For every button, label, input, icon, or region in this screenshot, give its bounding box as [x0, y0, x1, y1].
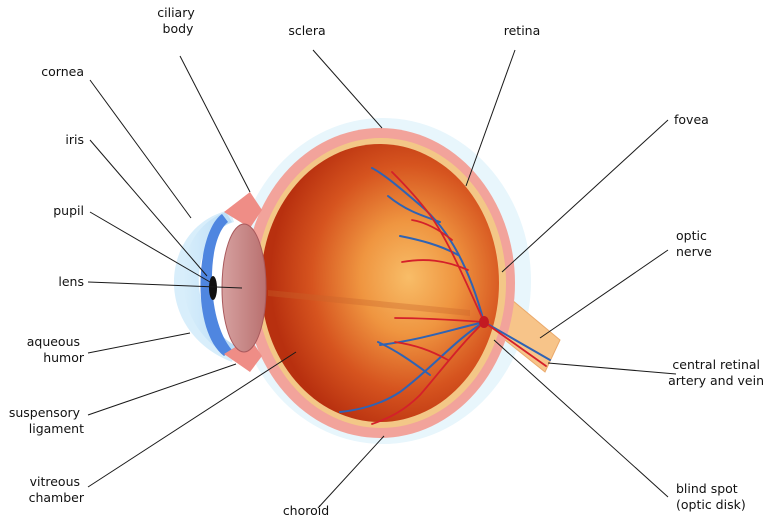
leader-sclera	[313, 50, 382, 128]
leader-choroid	[318, 436, 384, 508]
label-pupil: pupil	[53, 203, 84, 218]
label-choroid: choroid	[283, 503, 329, 518]
leader-lens	[88, 282, 242, 288]
label-cornea: cornea	[41, 64, 84, 79]
leader-blind-spot	[494, 340, 668, 497]
label-aqueous-humor: aqueous humor	[27, 334, 85, 365]
lens-shape	[222, 224, 266, 352]
label-fovea: fovea	[674, 112, 709, 127]
leader-suspensory-ligament	[88, 364, 236, 415]
label-iris: iris	[65, 132, 84, 147]
label-lens: lens	[58, 274, 84, 289]
label-central-retinal: central retinal artery and vein	[668, 357, 764, 388]
label-blind-spot: blind spot (optic disk)	[676, 481, 746, 512]
vitreous-shape	[261, 144, 499, 422]
label-retina: retina	[504, 23, 541, 38]
pupil-shape	[209, 276, 217, 300]
leader-vitreous-chamber	[88, 352, 296, 487]
leader-retina	[466, 50, 515, 186]
leader-cornea	[90, 80, 191, 218]
leader-central-retinal	[548, 363, 676, 374]
leader-optic-nerve	[540, 250, 668, 338]
leader-ciliary-body	[180, 56, 250, 192]
label-suspensory-ligament: suspensory ligament	[9, 405, 84, 436]
leader-aqueous-humor	[88, 333, 190, 353]
label-optic-nerve: optic nerve	[676, 228, 712, 259]
label-sclera: sclera	[288, 23, 325, 38]
label-vitreous-chamber: vitreous chamber	[29, 474, 85, 505]
leader-fovea	[502, 120, 668, 272]
label-ciliary-body: ciliary body	[157, 5, 198, 36]
